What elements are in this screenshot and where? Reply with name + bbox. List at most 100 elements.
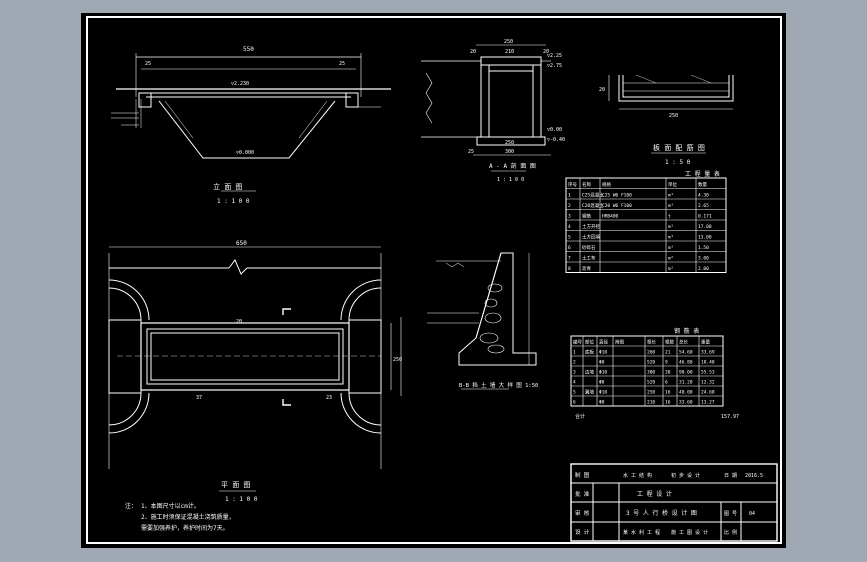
table-cell: 2.00 xyxy=(698,266,709,272)
table-cell: 土工布 xyxy=(582,255,596,262)
table-cell: m³ xyxy=(668,224,674,230)
table-cell: Φ8 xyxy=(599,400,605,406)
table-cell: m² xyxy=(668,267,673,272)
table-cell: 3.00 xyxy=(698,256,709,262)
tb-row3-value-a: 某 水 利 工 程 xyxy=(623,529,660,536)
table-cell: 24.68 xyxy=(701,390,715,396)
table-cell: 1 xyxy=(568,193,571,199)
table-cell: 6 xyxy=(665,380,668,386)
table-cell: 翼墙 xyxy=(585,389,594,396)
quantity-table-title: 工 程 量 表 xyxy=(685,170,720,178)
drawing-canvas[interactable]: 550 25 25 ▽2.230 ▽0.000 立 面 图 1 : 1 0 0 … xyxy=(81,13,786,548)
slab-dim-left: 20 xyxy=(599,87,605,93)
table-cell: m² xyxy=(668,257,673,262)
table-cell: 2.65 xyxy=(698,203,709,209)
table-cell: 数量 xyxy=(698,181,707,188)
elevation-dim-left: 25 xyxy=(145,61,151,67)
table-cell: 16 xyxy=(665,390,671,396)
table-cell: 4.30 xyxy=(698,193,709,199)
table-cell: 编号 xyxy=(573,339,582,346)
notes-block: 注： 1、本图尺寸以cm计。 2、施工时须保证混凝土浇筑质量， 需要加强养护，养… xyxy=(125,502,235,532)
table-cell: 4 xyxy=(568,224,571,230)
tb-row4-value-a: 水 工 结 构 xyxy=(623,472,652,479)
notes-line-3: 需要加强养护，养护时间为7天。 xyxy=(141,524,229,532)
outer-frame xyxy=(86,16,782,544)
notes-line-2: 2、施工时须保证混凝土浇筑质量， xyxy=(141,513,235,521)
table-cell: Φ8 xyxy=(599,360,605,366)
table-cell: 直径 xyxy=(599,339,608,346)
plan-dim-width: 250 xyxy=(393,357,402,363)
table-cell: 钢筋 xyxy=(582,213,591,220)
plan-dim-top: 650 xyxy=(236,240,247,247)
plan-dim-inner-a: 20 xyxy=(236,319,242,325)
aa-scale: 1 : 1 0 0 xyxy=(497,177,524,183)
table-cell: 30 xyxy=(665,370,671,376)
table-cell: Φ8 xyxy=(599,380,605,386)
aa-dim-top: 250 xyxy=(504,39,513,45)
table-cell: 底板 xyxy=(585,349,594,356)
notes-line-1: 1、本图尺寸以cm计。 xyxy=(141,502,200,510)
table-cell: 土方开挖 xyxy=(582,223,600,230)
table-cell: 54.60 xyxy=(679,350,693,356)
rebar-total-label: 合计 xyxy=(575,413,585,420)
notes-label: 注： xyxy=(125,502,137,510)
aa-dim-bottom-1: 250 xyxy=(505,140,514,146)
table-cell: 边墙 xyxy=(585,369,594,376)
slab-detail-view xyxy=(608,74,734,154)
table-cell: 260 xyxy=(647,350,655,356)
tb-row2-right-value: 04 xyxy=(749,511,755,517)
table-cell: 1.50 xyxy=(698,245,709,251)
table-cell: 重量 xyxy=(701,339,710,346)
table-cell: 33.60 xyxy=(679,400,693,406)
elevation-dim-right: 25 xyxy=(339,61,345,67)
table-cell: Φ10 xyxy=(599,370,607,376)
aa-dim-bottom-2: 300 xyxy=(505,149,514,155)
section-aa-view xyxy=(421,44,551,172)
table-cell: 31.20 xyxy=(679,380,693,386)
elevation-dim-top: 550 xyxy=(243,46,254,53)
tb-row3-value-b: 施 工 图 设 计 xyxy=(671,529,708,536)
tb-row4-value-b: 初 步 设 计 xyxy=(671,472,700,479)
table-cell: 2 xyxy=(573,360,576,366)
cad-drawing: 550 25 25 ▽2.230 ▽0.000 立 面 图 1 : 1 0 0 … xyxy=(86,16,782,544)
plan-title: 平 面 图 xyxy=(221,481,250,489)
table-cell: 250 xyxy=(647,390,655,396)
table-cell: 2 xyxy=(568,203,571,209)
table-cell: 土方回填 xyxy=(582,234,600,241)
table-cell: 6 xyxy=(573,400,576,406)
table-cell: 21 xyxy=(665,350,671,356)
table-cell: 根数 xyxy=(665,339,674,346)
elevation-view xyxy=(111,53,391,192)
table-border xyxy=(570,335,724,407)
aa-level-mid: ▽2.75 xyxy=(547,63,562,69)
table-cell: 16 xyxy=(665,400,671,406)
tb-row4-label: 制 图 xyxy=(575,471,590,479)
table-cell: 单位 xyxy=(668,181,677,188)
table-cell: t xyxy=(668,214,671,220)
table-cell: 序号 xyxy=(568,181,577,188)
table-cell: m³ xyxy=(668,203,674,209)
tb-row4-right-label: 日 期 xyxy=(724,473,737,479)
table-cell: 90.00 xyxy=(679,370,693,376)
table-cell: 4 xyxy=(573,380,576,386)
aa-level-bottom-1: ▽0.00 xyxy=(547,127,562,133)
table-cell: 3 xyxy=(573,370,576,376)
rebar-table-title: 钢 筋 表 xyxy=(674,327,699,335)
tb-row1-label: 批 准 xyxy=(575,490,590,498)
aa-level-top: ▽2.25 xyxy=(547,53,562,59)
table-cell: 520 xyxy=(647,360,655,366)
elevation-level-bottom: ▽0.000 xyxy=(236,150,254,156)
table-cell: 40.00 xyxy=(679,390,693,396)
wing-wall-section-view xyxy=(427,252,537,390)
tb-row3-right-label: 比 例 xyxy=(724,529,737,536)
table-cell: 33.69 xyxy=(701,350,715,356)
aa-dim-right: 20 xyxy=(543,49,549,55)
table-cell: Φ10 xyxy=(599,390,607,396)
tb-row1-value: 工 程 设 计 xyxy=(637,490,672,498)
elevation-scale: 1 : 1 0 0 xyxy=(217,198,250,205)
table-cell: 9 xyxy=(665,360,668,366)
tb-row2-value: 3 号 人 行 桥 设 计 图 xyxy=(626,509,697,517)
tb-row3-label: 设 计 xyxy=(575,528,590,536)
